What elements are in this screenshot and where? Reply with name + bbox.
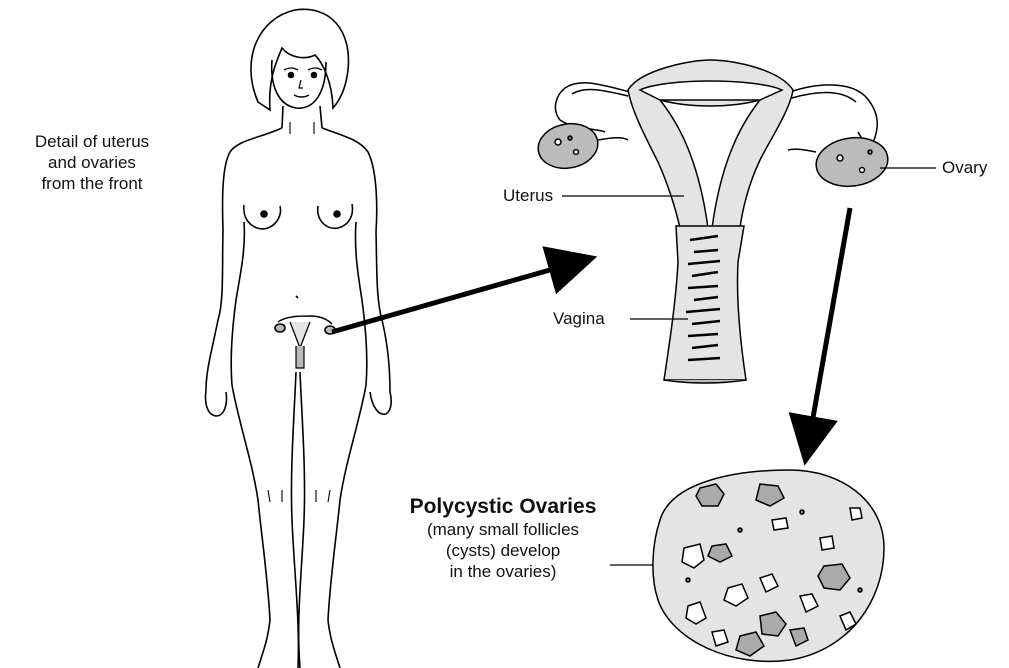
polycystic-ovary [653, 470, 884, 661]
mini-uterus [275, 316, 335, 368]
vagina [664, 226, 746, 380]
pcos-line-1: (many small follicles [368, 519, 638, 540]
arrow-ovary-to-pcos [808, 208, 850, 446]
face [272, 60, 326, 108]
hair [251, 9, 349, 110]
leg-right [328, 385, 366, 668]
caption-line-1: Detail of uterus [2, 131, 182, 152]
inner-legs [291, 372, 304, 668]
female-body-figure [205, 9, 391, 668]
pcos-line-3: in the ovaries) [368, 561, 638, 582]
label-ovary: Ovary [942, 157, 987, 178]
pcos-text: Polycystic Ovaries (many small follicles… [368, 496, 638, 582]
uterus-detail [535, 60, 891, 383]
caption: Detail of uterus and ovaries from the fr… [2, 131, 182, 194]
label-vagina: Vagina [553, 308, 605, 329]
ovary-left [535, 119, 628, 173]
pcos-title: Polycystic Ovaries [368, 496, 638, 517]
arrow-body-to-detail [332, 262, 578, 332]
torso-left [206, 128, 282, 390]
caption-line-3: from the front [2, 173, 182, 194]
label-uterus: Uterus [503, 185, 553, 206]
caption-line-2: and ovaries [2, 152, 182, 173]
leg-left [232, 385, 270, 668]
ovary-right [788, 133, 891, 191]
pcos-line-2: (cysts) develop [368, 540, 638, 561]
